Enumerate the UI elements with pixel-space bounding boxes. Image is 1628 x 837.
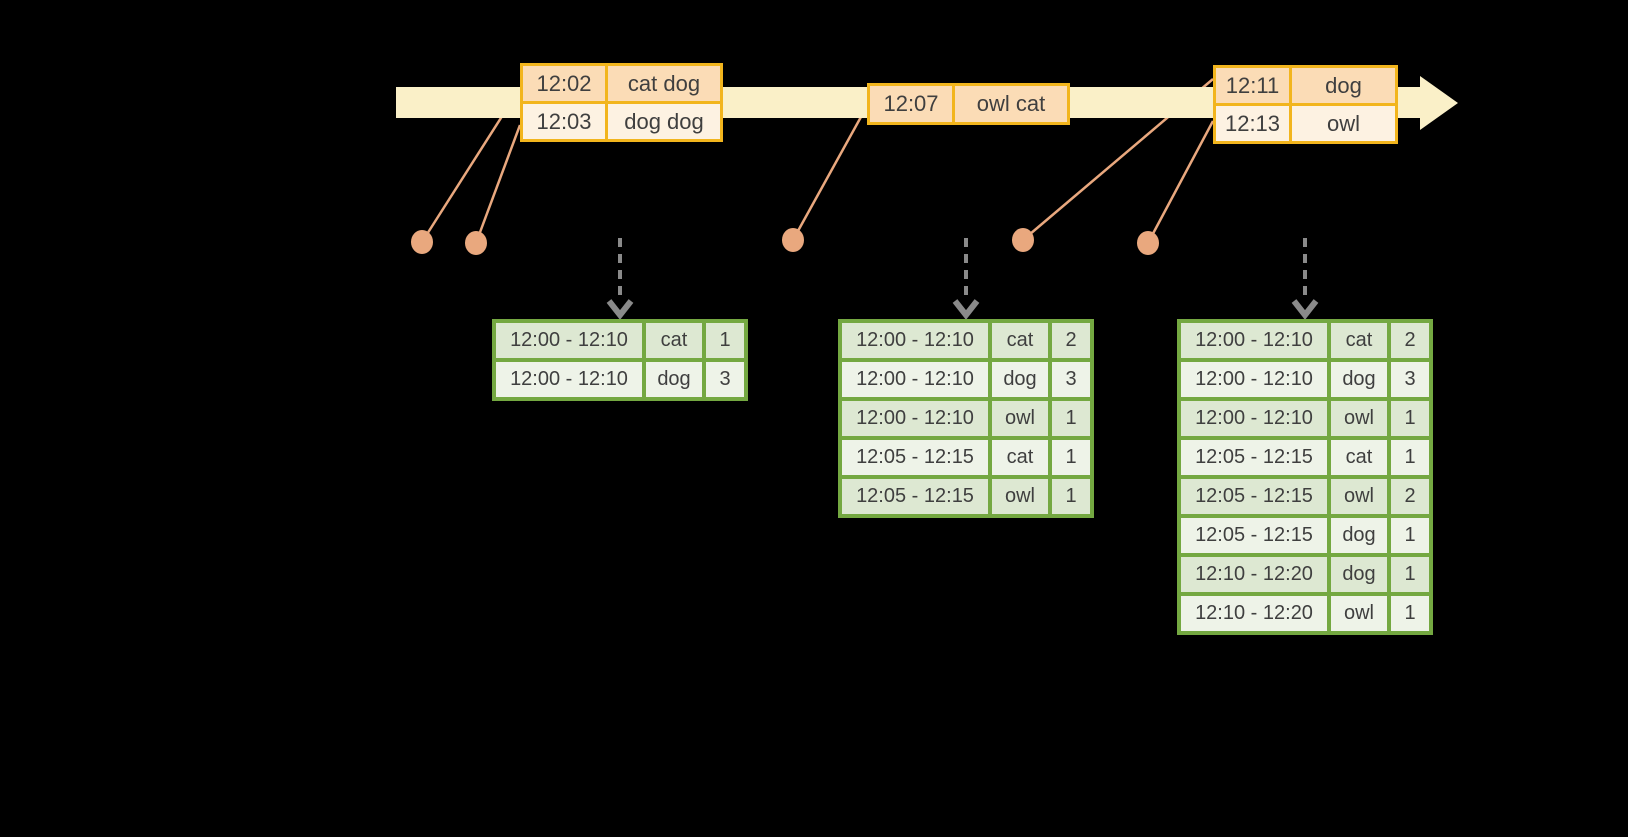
count-cell: 1 bbox=[1391, 596, 1429, 631]
timeline-arrowhead-icon bbox=[1420, 76, 1458, 130]
window-cell: 12:10 - 12:20 bbox=[1181, 557, 1327, 592]
event-table: 12:11 dog 12:13 owl bbox=[1213, 65, 1398, 144]
window-cell: 12:05 - 12:15 bbox=[1181, 440, 1327, 475]
word-cell: owl bbox=[1331, 479, 1387, 514]
event-words: dog dog bbox=[608, 104, 720, 139]
count-cell: 3 bbox=[706, 362, 744, 397]
word-cell: owl bbox=[1331, 401, 1387, 436]
window-cell: 12:00 - 12:10 bbox=[1181, 323, 1327, 358]
result-table: 12:00 - 12:10 cat 2 12:00 - 12:10 dog 3 … bbox=[1177, 319, 1433, 635]
window-cell: 12:05 - 12:15 bbox=[1181, 518, 1327, 553]
word-cell: dog bbox=[1331, 518, 1387, 553]
event-dot bbox=[1137, 231, 1159, 255]
count-cell: 2 bbox=[1391, 479, 1429, 514]
count-cell: 1 bbox=[1391, 557, 1429, 592]
window-cell: 12:05 - 12:15 bbox=[842, 479, 988, 514]
result-table: 12:00 - 12:10 cat 1 12:00 - 12:10 dog 3 bbox=[492, 319, 748, 401]
event-connector-line bbox=[791, 105, 869, 241]
count-cell: 3 bbox=[1391, 362, 1429, 397]
count-cell: 1 bbox=[1391, 518, 1429, 553]
window-cell: 12:00 - 12:10 bbox=[842, 323, 988, 358]
result-table: 12:00 - 12:10 cat 2 12:00 - 12:10 dog 3 … bbox=[838, 319, 1094, 518]
window-cell: 12:00 - 12:10 bbox=[842, 362, 988, 397]
word-cell: owl bbox=[992, 401, 1048, 436]
window-cell: 12:00 - 12:10 bbox=[496, 323, 642, 358]
word-cell: dog bbox=[992, 362, 1048, 397]
word-cell: cat bbox=[992, 440, 1048, 475]
event-words: owl bbox=[1292, 106, 1395, 141]
word-cell: cat bbox=[646, 323, 702, 358]
event-time: 12:11 bbox=[1216, 68, 1289, 103]
window-cell: 12:00 - 12:10 bbox=[1181, 362, 1327, 397]
count-cell: 2 bbox=[1391, 323, 1429, 358]
down-arrow-icon bbox=[952, 299, 980, 320]
event-time: 12:13 bbox=[1216, 106, 1289, 141]
event-time: 12:07 bbox=[870, 86, 952, 122]
word-cell: dog bbox=[646, 362, 702, 397]
word-cell: dog bbox=[1331, 557, 1387, 592]
count-cell: 2 bbox=[1052, 323, 1090, 358]
window-cell: 12:05 - 12:15 bbox=[1181, 479, 1327, 514]
window-cell: 12:00 - 12:10 bbox=[842, 401, 988, 436]
word-cell: cat bbox=[1331, 323, 1387, 358]
event-time: 12:03 bbox=[523, 104, 605, 139]
word-cell: dog bbox=[1331, 362, 1387, 397]
window-cell: 12:00 - 12:10 bbox=[1181, 401, 1327, 436]
event-table: 12:07 owl cat bbox=[867, 83, 1070, 125]
word-cell: owl bbox=[992, 479, 1048, 514]
down-arrow-icon bbox=[1291, 299, 1319, 320]
event-words: dog bbox=[1292, 68, 1395, 103]
count-cell: 1 bbox=[1052, 401, 1090, 436]
event-dot bbox=[1012, 228, 1034, 252]
window-cell: 12:00 - 12:10 bbox=[496, 362, 642, 397]
event-connector-line bbox=[1146, 120, 1215, 244]
event-words: owl cat bbox=[955, 86, 1067, 122]
count-cell: 1 bbox=[1391, 440, 1429, 475]
word-cell: owl bbox=[1331, 596, 1387, 631]
count-cell: 1 bbox=[1391, 401, 1429, 436]
count-cell: 1 bbox=[1052, 440, 1090, 475]
event-dot bbox=[411, 230, 433, 254]
word-cell: cat bbox=[992, 323, 1048, 358]
word-cell: cat bbox=[1331, 440, 1387, 475]
count-cell: 1 bbox=[706, 323, 744, 358]
event-dot bbox=[782, 228, 804, 252]
event-table: 12:02 cat dog 12:03 dog dog bbox=[520, 63, 723, 142]
window-cell: 12:05 - 12:15 bbox=[842, 440, 988, 475]
count-cell: 1 bbox=[1052, 479, 1090, 514]
event-words: cat dog bbox=[608, 66, 720, 101]
window-cell: 12:10 - 12:20 bbox=[1181, 596, 1327, 631]
down-arrow-icon bbox=[606, 299, 634, 320]
event-connector-line bbox=[474, 124, 522, 244]
count-cell: 3 bbox=[1052, 362, 1090, 397]
event-dot bbox=[465, 231, 487, 255]
event-time: 12:02 bbox=[523, 66, 605, 101]
